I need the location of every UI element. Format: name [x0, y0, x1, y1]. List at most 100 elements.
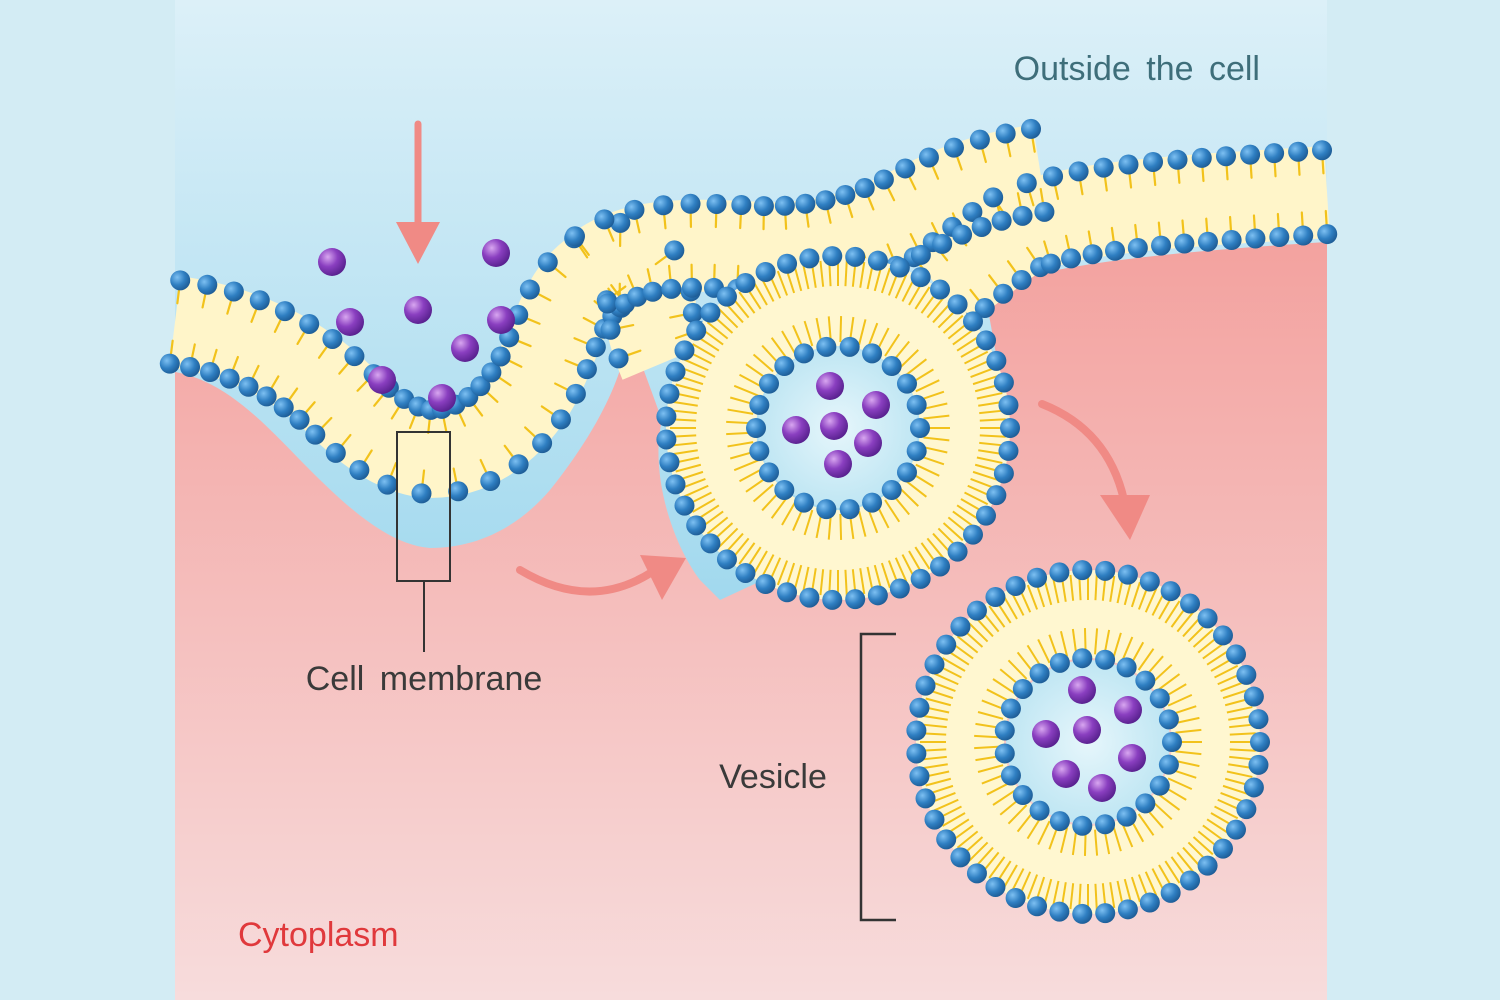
- lipid-head: [656, 406, 677, 427]
- lipid-head: [971, 216, 992, 237]
- lipid-tail: [1112, 825, 1122, 852]
- lipid-tail: [1094, 628, 1099, 655]
- entry-arrow: [396, 120, 440, 264]
- lipid-head: [1034, 201, 1055, 222]
- lipid-tail: [905, 358, 927, 376]
- lipid-head: [1197, 855, 1218, 876]
- lipid-tail: [706, 516, 729, 535]
- lipid-head: [735, 562, 756, 583]
- lipid-tail: [844, 569, 848, 596]
- lipid-head: [1317, 224, 1338, 245]
- lipid-head: [910, 418, 930, 438]
- lipid-head: [1162, 732, 1182, 752]
- cargo-particle: [862, 391, 890, 419]
- lipid-tail: [988, 856, 1006, 879]
- lipid-tail: [968, 622, 989, 643]
- lipid-head: [845, 246, 866, 267]
- lipid-head: [1158, 709, 1179, 730]
- lipid-head: [985, 876, 1006, 897]
- lipid-tail: [1192, 836, 1214, 856]
- lipid-tail: [921, 402, 948, 411]
- lipid-tail: [1043, 579, 1053, 606]
- lipid-head: [839, 336, 860, 357]
- lipid-head: [749, 441, 770, 462]
- lipid-tail: [1176, 851, 1195, 874]
- lipid-tail: [839, 513, 843, 540]
- lipid-tail: [979, 418, 1006, 422]
- lipid-head: [716, 549, 737, 570]
- lipid-tail: [1137, 648, 1155, 671]
- lipid-head: [1072, 648, 1093, 669]
- lipid-head: [896, 462, 917, 483]
- lipid-tail: [915, 463, 940, 477]
- lipid-tail: [1137, 813, 1155, 836]
- lipid-tail: [976, 456, 1003, 464]
- lipid-tail: [727, 441, 754, 448]
- lipid-tail: [956, 830, 979, 849]
- lipid-head: [481, 362, 502, 383]
- lipid-tail: [974, 745, 1001, 750]
- lipid-tail: [684, 484, 709, 498]
- lipid-head: [1158, 754, 1179, 775]
- lipid-tail: [992, 789, 1016, 806]
- lipid-head: [983, 187, 1004, 208]
- lipid-head: [219, 368, 240, 389]
- lipid-head: [986, 485, 1007, 506]
- lipid-head: [1160, 581, 1181, 602]
- lipid-head: [656, 429, 677, 450]
- lipid-head: [873, 169, 894, 190]
- budding-vesicle: [656, 246, 1020, 610]
- lipid-head: [1082, 244, 1103, 265]
- lipid-tail: [905, 480, 927, 498]
- lipid-head: [674, 340, 695, 361]
- lipid-tail: [1226, 706, 1253, 714]
- lipid-head: [608, 348, 629, 369]
- lipid-tail: [1010, 868, 1025, 893]
- lipid-head: [564, 226, 585, 247]
- lipid-tail: [898, 487, 919, 507]
- outside-cell-label: Outside the cell: [1014, 50, 1260, 88]
- lipid-head: [665, 361, 686, 382]
- lipid-head: [1248, 709, 1269, 730]
- lipid-head: [1212, 838, 1233, 859]
- lipid-head: [1197, 608, 1218, 629]
- lipid-head: [1049, 652, 1070, 673]
- lipid-tail: [1043, 878, 1053, 905]
- lipid-tail: [867, 322, 879, 348]
- lipid-tail: [738, 542, 756, 565]
- lipid-head: [1029, 663, 1050, 684]
- lipid-head: [322, 328, 343, 349]
- lipid-head: [1072, 815, 1093, 836]
- lipid-head: [681, 277, 702, 298]
- lipid-tail: [925, 697, 952, 707]
- lipid-head: [344, 346, 365, 367]
- lipid-head: [1027, 896, 1048, 917]
- lipid-tail: [942, 657, 966, 672]
- lipid-head: [305, 424, 326, 445]
- lipid-head: [565, 383, 586, 404]
- lipid-head: [910, 568, 931, 589]
- lipid-head: [627, 286, 648, 307]
- lipid-head: [664, 240, 685, 261]
- lipid-head: [289, 409, 310, 430]
- lipid-tail: [1220, 791, 1246, 804]
- lipid-head: [1269, 227, 1290, 248]
- lipid-head: [1027, 567, 1048, 588]
- lipid-tail: [914, 546, 931, 570]
- lipid-head: [659, 383, 680, 404]
- lipid-tail: [859, 261, 866, 288]
- lipid-head: [895, 158, 916, 179]
- lipid-tail: [1037, 639, 1051, 664]
- lipid-tail: [839, 316, 843, 343]
- lipid-head: [1240, 144, 1261, 165]
- lipid-tail: [1094, 574, 1098, 601]
- lipid-head: [377, 474, 398, 495]
- lipid-tail: [1214, 664, 1239, 679]
- lipid-tail: [675, 463, 702, 473]
- lipid-tail: [802, 566, 810, 593]
- lipid-tail: [923, 414, 950, 420]
- lipid-head: [1174, 233, 1195, 254]
- lipid-head: [930, 556, 951, 577]
- lipid-tail: [858, 319, 867, 345]
